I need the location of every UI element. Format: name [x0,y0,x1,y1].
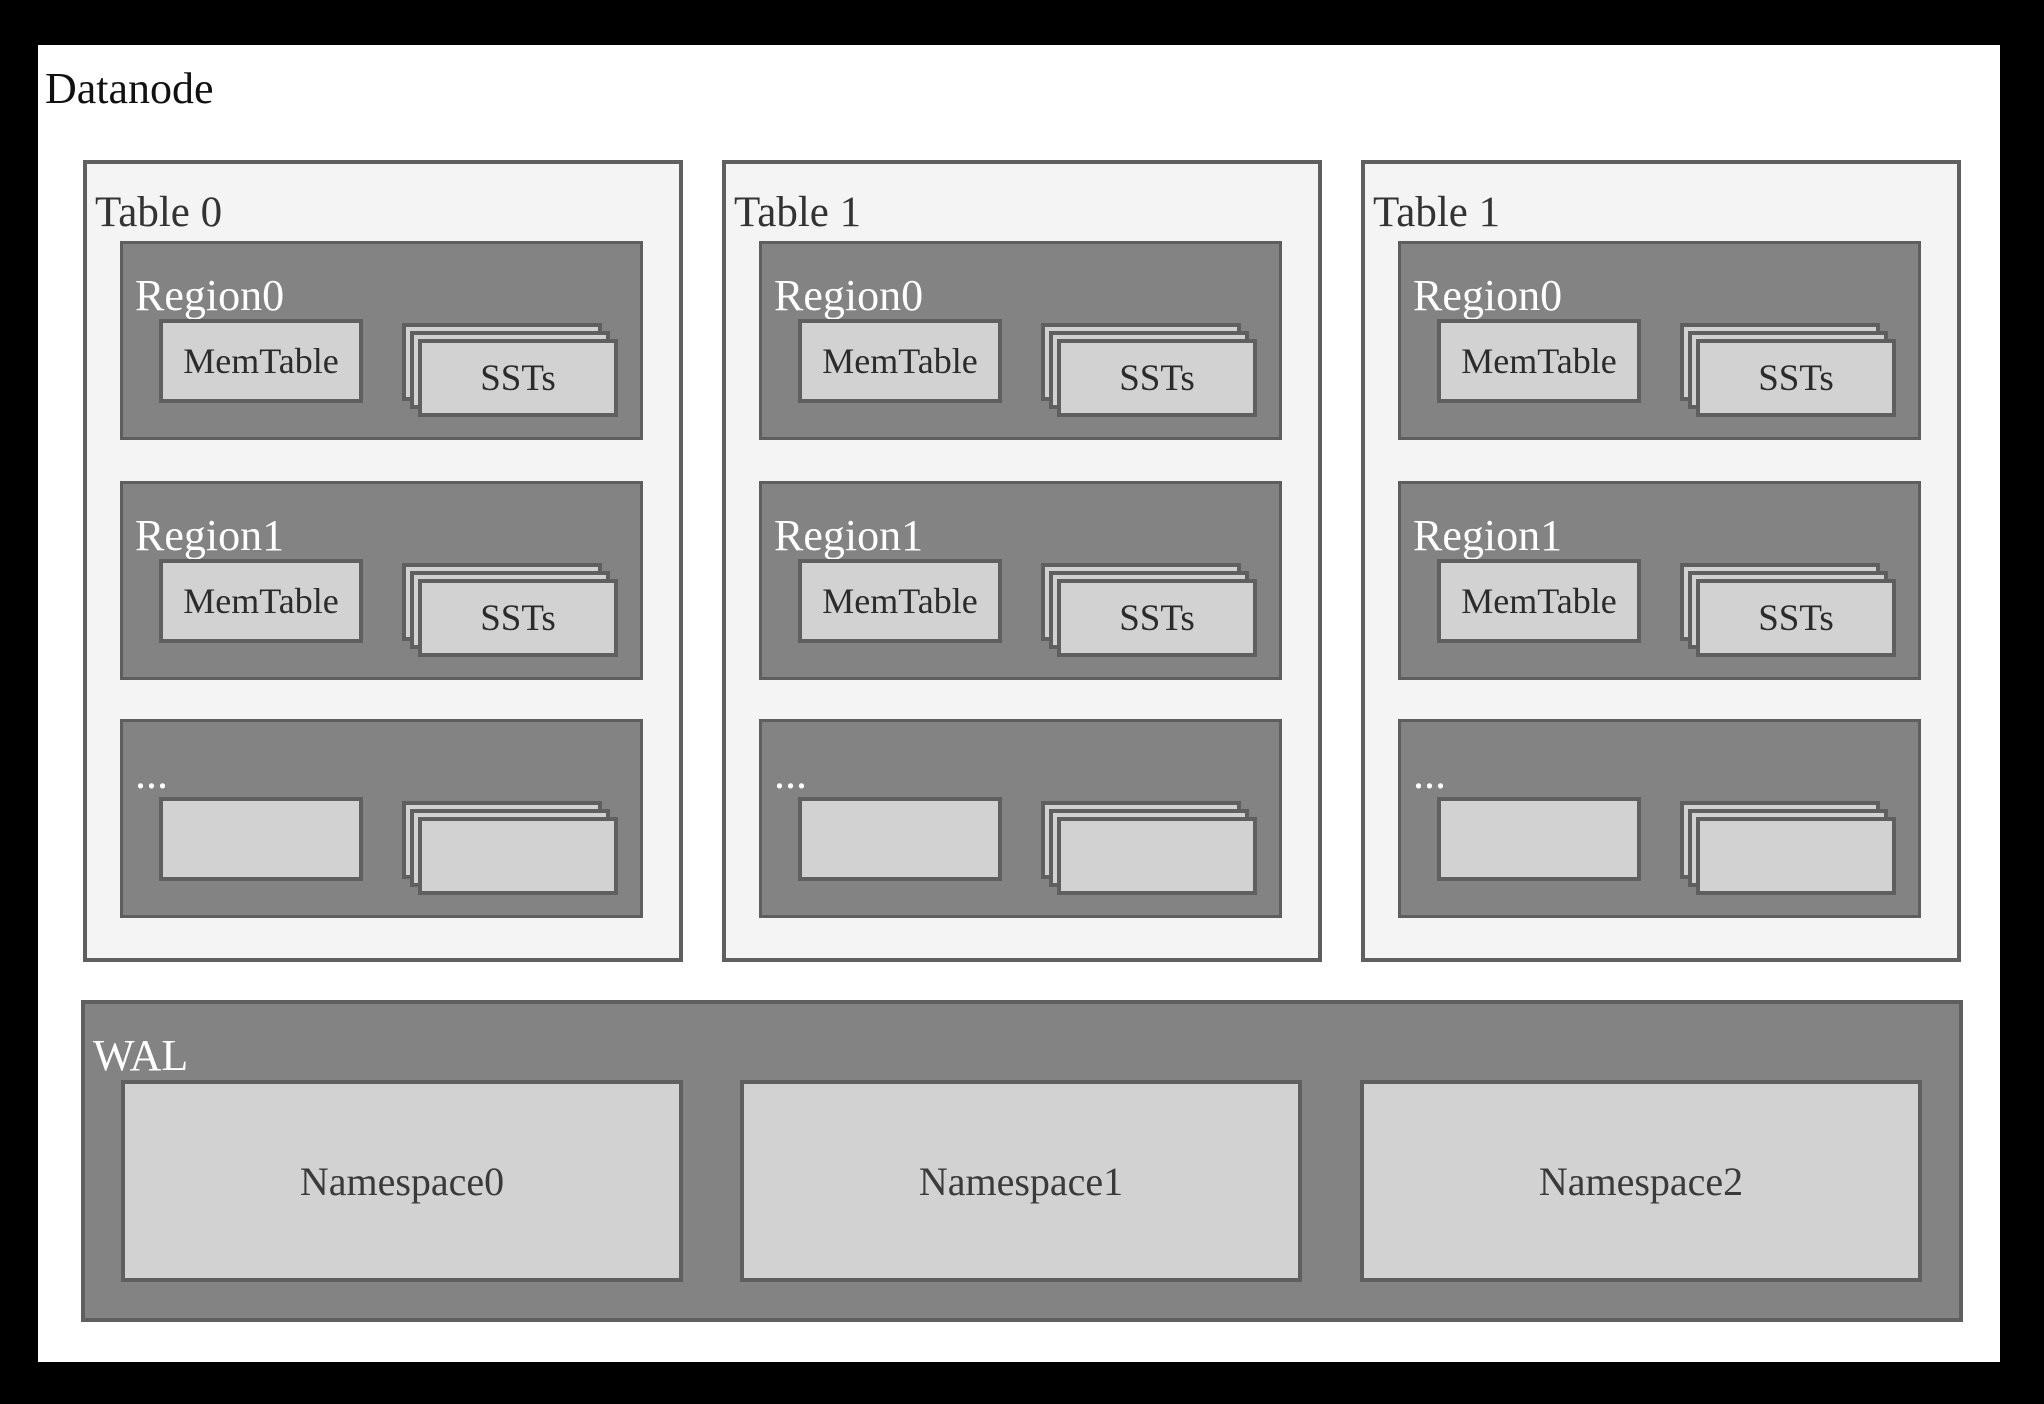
memtable-label: MemTable [822,341,978,381]
sst-layer-front: SSTs [418,339,618,417]
memtable-label: MemTable [1461,581,1617,621]
ssts-label: SSTs [480,597,556,639]
memtable-box: MemTable [1437,559,1641,643]
table-label: Table 0 [95,189,223,236]
table-box-2: Table 1 Region0 MemTable SSTs Region1 Me… [1361,160,1961,962]
ssts-stack: SSTs [1041,563,1257,657]
table-label: Table 1 [1373,189,1501,236]
memtable-box: MemTable [159,319,363,403]
sst-layer-front [1057,817,1257,895]
memtable-box [159,797,363,881]
wal-label: WAL [93,1031,189,1080]
region-label: Region0 [1413,271,1563,320]
memtable-box: MemTable [1437,319,1641,403]
table-box-1: Table 1 Region0 MemTable SSTs Region1 Me… [722,160,1322,962]
sst-layer-front [1696,817,1896,895]
memtable-box [1437,797,1641,881]
ssts-stack [1041,801,1257,895]
region-box-0: Region0 MemTable SSTs [1398,241,1921,440]
ssts-stack [402,801,618,895]
sst-layer-front: SSTs [1057,579,1257,657]
memtable-label: MemTable [183,581,339,621]
region-label: Region0 [774,271,924,320]
region-box-1: Region1 MemTable SSTs [120,481,643,680]
datanode-panel: Datanode Table 0 Region0 MemTable SSTs R… [38,45,2000,1362]
region-label: ... [135,749,168,798]
namespace-box-2: Namespace2 [1360,1080,1922,1282]
ssts-stack [1680,801,1896,895]
namespace-box-0: Namespace0 [121,1080,683,1282]
ssts-stack: SSTs [1680,563,1896,657]
sst-layer-front: SSTs [1057,339,1257,417]
ssts-stack: SSTs [1041,323,1257,417]
sst-layer-front: SSTs [418,579,618,657]
namespace-label: Namespace1 [918,1158,1124,1204]
region-box-0: Region0 MemTable SSTs [759,241,1282,440]
datanode-title: Datanode [45,64,214,113]
memtable-label: MemTable [822,581,978,621]
table-label: Table 1 [734,189,862,236]
region-label: Region1 [774,511,924,560]
region-box-more: ... [759,719,1282,918]
region-label: Region1 [1413,511,1563,560]
region-label: ... [774,749,807,798]
ssts-stack: SSTs [402,563,618,657]
sst-layer-front: SSTs [1696,339,1896,417]
wal-box: WAL Namespace0 Namespace1 Namespace2 [81,1000,1963,1322]
ssts-label: SSTs [1119,357,1195,399]
ssts-stack: SSTs [402,323,618,417]
region-box-1: Region1 MemTable SSTs [759,481,1282,680]
region-box-0: Region0 MemTable SSTs [120,241,643,440]
region-box-more: ... [1398,719,1921,918]
sst-layer-front: SSTs [1696,579,1896,657]
memtable-label: MemTable [1461,341,1617,381]
ssts-stack: SSTs [1680,323,1896,417]
region-box-1: Region1 MemTable SSTs [1398,481,1921,680]
region-label: ... [1413,749,1446,798]
region-label: Region1 [135,511,285,560]
memtable-box: MemTable [159,559,363,643]
namespace-label: Namespace0 [299,1158,505,1204]
ssts-label: SSTs [1758,597,1834,639]
ssts-label: SSTs [1119,597,1195,639]
memtable-label: MemTable [183,341,339,381]
ssts-label: SSTs [1758,357,1834,399]
namespace-box-1: Namespace1 [740,1080,1302,1282]
table-box-0: Table 0 Region0 MemTable SSTs Region1 Me… [83,160,683,962]
memtable-box [798,797,1002,881]
memtable-box: MemTable [798,559,1002,643]
region-label: Region0 [135,271,285,320]
memtable-box: MemTable [798,319,1002,403]
ssts-label: SSTs [480,357,556,399]
namespace-label: Namespace2 [1538,1158,1744,1204]
sst-layer-front [418,817,618,895]
region-box-more: ... [120,719,643,918]
